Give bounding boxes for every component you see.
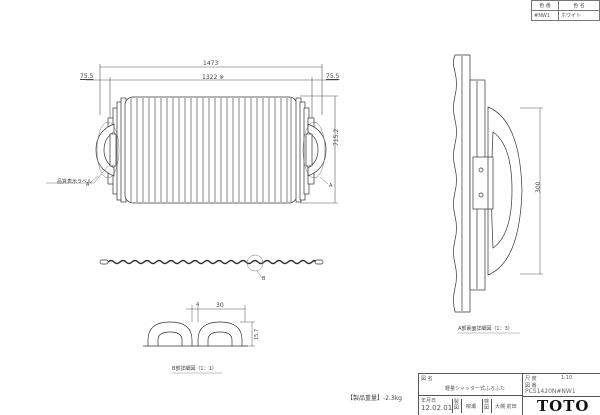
scale-value: 1:10: [561, 375, 573, 381]
detail-b-marker: B: [262, 276, 266, 282]
drawing-number-value: PCS1420N#NW1: [525, 388, 576, 395]
section-b: [143, 321, 248, 347]
section-b-caption: B部詳細図（1：1）: [172, 366, 217, 372]
quality-label-callout: 品質表示ラベル: [57, 179, 93, 185]
drawn-value: 柳瀬: [466, 404, 477, 410]
color-table: 色 番 色 名 #NW1 ホワイト: [531, 0, 600, 21]
dim-gap: 4: [196, 302, 200, 308]
checked-value: 大槻 前田: [495, 404, 517, 410]
toto-logo: TOTO: [537, 397, 590, 415]
side-handles: [95, 123, 327, 177]
drawn-label: 製図: [452, 399, 462, 413]
title-block-right: 尺 度 1:10 図 番 PCS1420N#NW1 TOTO: [523, 374, 600, 415]
color-name-cell: ホワイト: [558, 10, 600, 21]
scale-label: 尺 度: [525, 376, 537, 382]
dim-handle-length: 300: [535, 181, 542, 193]
detail-a-marker-left: A: [86, 182, 90, 188]
date-value: 12.02.01: [421, 404, 453, 412]
drawing-number-label: 図 番: [525, 383, 537, 389]
shutter-slats: [107, 96, 315, 204]
dim-overall-width: 1473: [203, 60, 219, 67]
title-block: 図 名 軽量シャッター式ふろふた 年月日 12.02.01 製図 柳瀬 検図 大…: [418, 373, 600, 415]
dim-pitch: 30: [216, 302, 224, 309]
dim-height: 715.2: [333, 128, 340, 146]
checked-label: 検図: [482, 399, 492, 413]
dim-section-height: 15.7: [254, 328, 260, 340]
title-block-signatures: 年月日 12.02.01 製図 柳瀬 検図 大槻 前田: [419, 396, 523, 415]
drawing-name-value: 軽量シャッター式ふろふた: [445, 386, 506, 392]
detail-a-marker-right: A: [329, 183, 333, 189]
dim-right-offset: 75.5: [326, 73, 340, 80]
dim-inner-width: 1322 ※: [202, 74, 225, 81]
detail-a-caption: A部裏面詳細図（1：3）: [458, 326, 513, 332]
drawing-name-label: 図 名: [421, 376, 433, 382]
detail-a: [453, 54, 523, 313]
dim-left-offset: 75.5: [80, 73, 94, 80]
date-label: 年月日: [421, 398, 437, 404]
title-block-name-cell: 図 名 軽量シャッター式ふろふた: [419, 374, 523, 396]
product-weight-note: 【製品重量】-2.3kg: [347, 395, 402, 402]
side-view: [99, 254, 324, 279]
